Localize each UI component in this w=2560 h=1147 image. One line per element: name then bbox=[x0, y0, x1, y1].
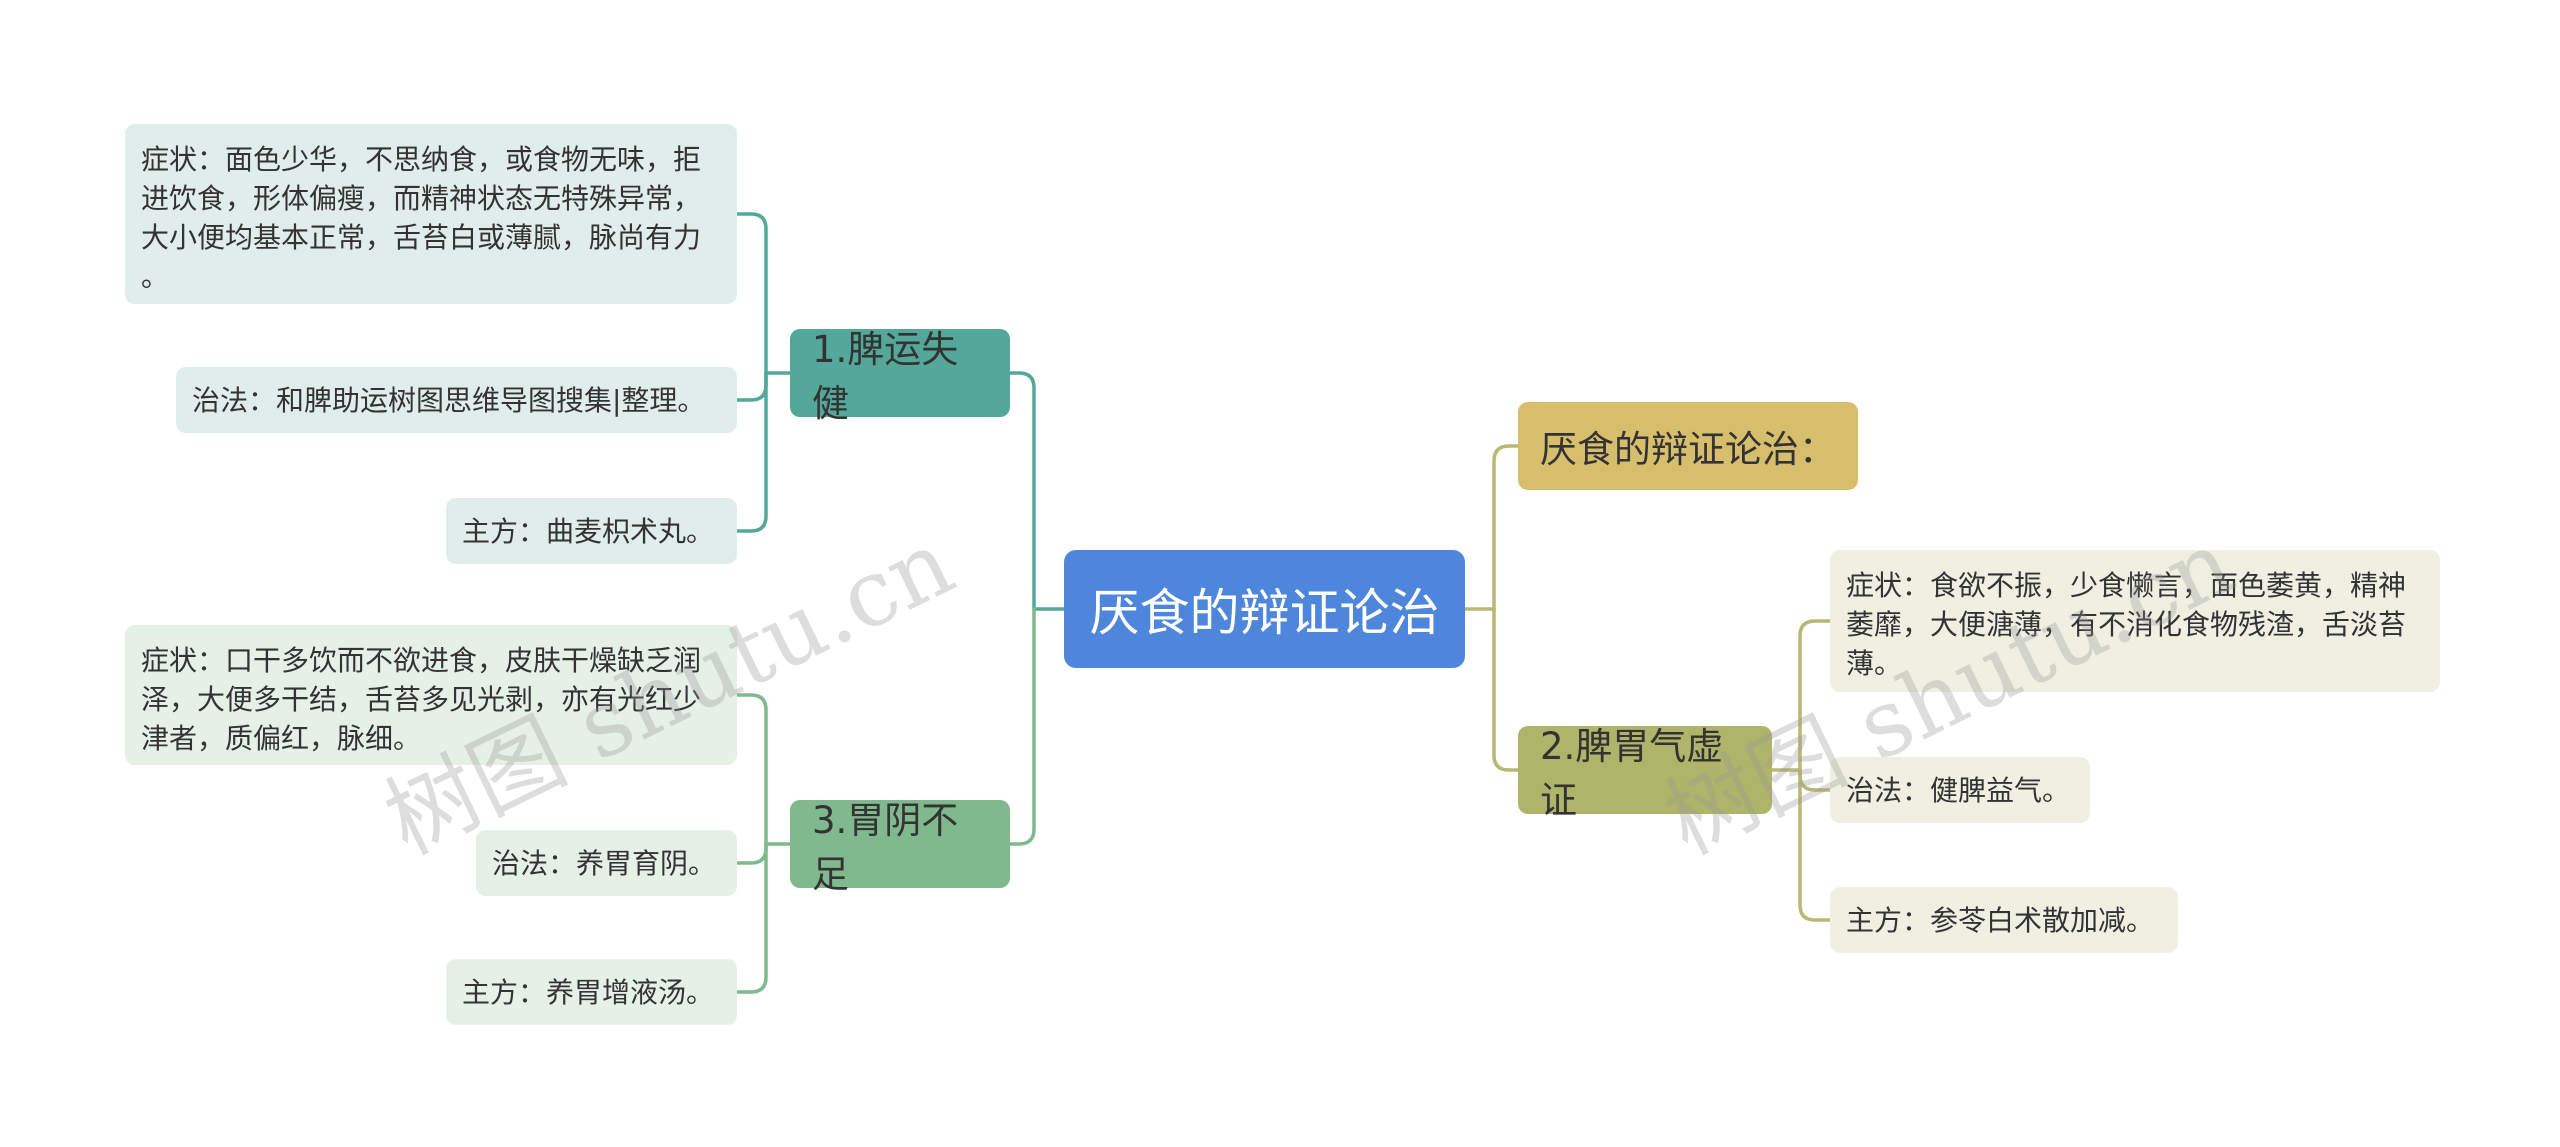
link-root-left3 bbox=[1008, 607, 1036, 846]
leaf-line: 薄。 bbox=[1846, 647, 1903, 680]
leaf-line: 主方：参苓白术散加减。 bbox=[1846, 903, 2155, 937]
branch-spleen-transport[interactable]: 1.脾运失健 bbox=[790, 328, 1010, 425]
branch-stomach-yin[interactable]: 3.胃阴不足 bbox=[790, 799, 1010, 896]
branch-label: 厌食的辩证论治： bbox=[1540, 428, 1836, 471]
leaf-spleen-transport-symptoms[interactable]: 症状：面色少华，不思纳食，或食物无味，拒 进饮食，形体偏瘦，而精神状态无特殊异常… bbox=[125, 124, 737, 304]
link-root-right-heading bbox=[1463, 444, 1520, 611]
leaf-spleen-stomach-qi-formula[interactable]: 主方：参苓白术散加减。 bbox=[1830, 887, 2178, 953]
leaf-stomach-yin-formula[interactable]: 主方：养胃增液汤。 bbox=[446, 959, 737, 1025]
link-root-right2 bbox=[1492, 607, 1520, 772]
link-right2-leafc bbox=[1798, 768, 1832, 922]
leaf-line: 治法：养胃育阴。 bbox=[492, 846, 717, 880]
leaf-spleen-transport-formula[interactable]: 主方：曲麦枳术丸。 bbox=[446, 498, 737, 564]
leaf-line: 。 bbox=[141, 260, 170, 293]
branch-label: 2.脾胃气虚证 bbox=[1540, 725, 1724, 822]
leaf-line: 进饮食，形体偏瘦，而精神状态无特殊异常， bbox=[141, 182, 702, 215]
leaf-spleen-stomach-qi-treatment[interactable]: 治法：健脾益气。 bbox=[1830, 757, 2090, 823]
leaf-spleen-stomach-qi-symptoms[interactable]: 症状：食欲不振，少食懒言，面色萎黄，精神 萎靡，大便溏薄，有不消化食物残渣，舌淡… bbox=[1830, 550, 2440, 692]
leaf-line: 津者，质偏红，脉细。 bbox=[141, 722, 422, 755]
leaf-stomach-yin-symptoms[interactable]: 症状：口干多饮而不欲进食，皮肤干燥缺乏润 泽，大便多干结，舌苔多见光剥，亦有光红… bbox=[125, 625, 737, 765]
leaf-line: 大小便均基本正常，舌苔白或薄腻，脉尚有力 bbox=[141, 221, 702, 254]
leaf-line: 主方：养胃增液汤。 bbox=[462, 975, 715, 1009]
leaf-line: 萎靡，大便溏薄，有不消化食物残渣，舌淡苔 bbox=[1846, 608, 2407, 641]
branch-spleen-stomach-qi[interactable]: 2.脾胃气虚证 bbox=[1518, 725, 1772, 822]
link-left3-leafb bbox=[735, 842, 768, 865]
branch-label: 1.脾运失健 bbox=[812, 328, 959, 425]
link-root-left1 bbox=[1008, 371, 1066, 611]
leaf-line: 症状：面色少华，不思纳食，或食物无味，拒 bbox=[141, 143, 702, 176]
leaf-line: 泽，大便多干结，舌苔多见光剥，亦有光红少 bbox=[141, 683, 702, 716]
link-left3-leafa bbox=[735, 693, 792, 846]
leaf-spleen-transport-treatment[interactable]: 治法：和脾助运树图思维导图搜集|整理。 bbox=[176, 367, 737, 433]
branch-heading[interactable]: 厌食的辩证论治： bbox=[1518, 402, 1858, 490]
leaf-line: 治法：和脾助运树图思维导图搜集|整理。 bbox=[192, 383, 706, 417]
leaf-line: 主方：曲麦枳术丸。 bbox=[462, 514, 715, 548]
root-topic-label: 厌食的辩证论治 bbox=[1089, 584, 1440, 642]
link-left1-leafc bbox=[735, 371, 768, 533]
leaf-line: 症状：食欲不振，少食懒言，面色萎黄，精神 bbox=[1846, 569, 2407, 602]
link-left1-leafb bbox=[735, 371, 768, 402]
leaf-line: 治法：健脾益气。 bbox=[1846, 773, 2071, 807]
root-topic[interactable]: 厌食的辩证论治 bbox=[1064, 550, 1465, 668]
link-right2-leafa bbox=[1770, 619, 1832, 772]
branch-label: 3.胃阴不足 bbox=[812, 799, 959, 896]
leaf-stomach-yin-treatment[interactable]: 治法：养胃育阴。 bbox=[476, 830, 737, 896]
link-right2-leafb bbox=[1798, 768, 1832, 792]
link-left3-leafc bbox=[735, 842, 768, 994]
leaf-line: 症状：口干多饮而不欲进食，皮肤干燥缺乏润 bbox=[141, 644, 702, 677]
link-left1-leafa bbox=[735, 212, 792, 375]
